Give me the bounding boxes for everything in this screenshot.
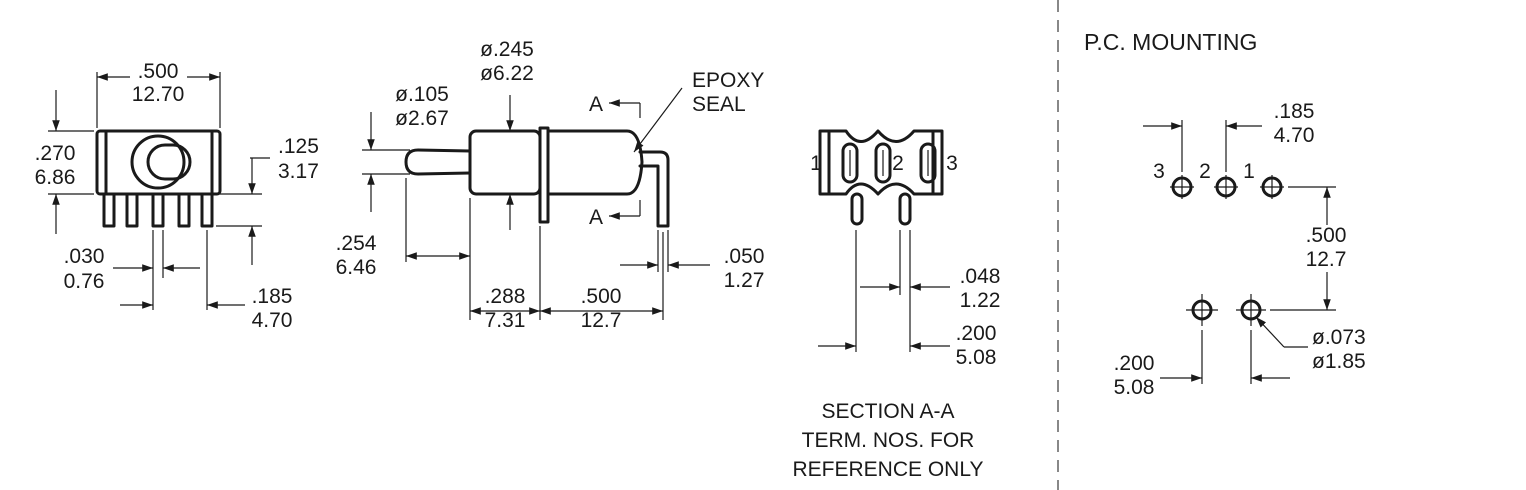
pc-hole-dia-mm: ø1.85 [1312,350,1366,373]
front-pin-spacing-mm: 4.70 [252,309,293,332]
pc-mounting: P.C. MOUNTING 3 2 1 .185 4.70 [1084,29,1366,399]
bottom-hole-right [1236,294,1266,326]
bushing-dia-mm: ø6.22 [480,62,534,85]
toggle-bushing-front [130,134,186,190]
terminal-dia-mm: 1.27 [724,269,765,292]
section-pin-right [898,192,912,226]
section-mark-bottom: A [589,206,603,229]
bushing-side [468,129,542,196]
terminal-side [638,150,670,228]
term-width-mm: 1.22 [960,289,1001,312]
body-length-mm: 12.7 [581,309,622,332]
term-label-3: 3 [946,152,958,175]
term-label-1: 1 [810,152,822,175]
lever-dia-in: ø.105 [395,83,449,106]
bottom-hole-left [1186,294,1218,326]
front-height-mm: 6.86 [35,166,76,189]
section-mark-top: A [589,93,603,116]
terminal-dia-in: .050 [724,245,765,268]
front-pins [102,192,214,228]
epoxy-label-2: SEAL [692,93,746,116]
side-view: A A EPOXY SEAL ø.245 ø6.22 ø.105 ø2.67 .… [336,38,765,332]
contact-3 [919,142,937,184]
hole-label-1: 1 [1243,160,1255,183]
front-pin-in: .125 [278,135,319,158]
pc-support-spacing-in: .200 [1114,352,1155,375]
pc-mounting-title: P.C. MOUNTING [1084,29,1257,55]
front-view: .500 12.70 .270 6.86 .125 3.17 .030 0.76… [35,60,319,332]
contact-2 [874,142,892,184]
pc-spacing-in: .185 [1274,100,1315,123]
section-caption-1: SECTION A-A [821,400,954,423]
pc-support-spacing-mm: 5.08 [1114,376,1155,399]
section-caption-3: REFERENCE ONLY [793,458,984,481]
hole-label-2: 2 [1199,160,1211,183]
section-caption-2: TERM. NOS. FOR [802,429,975,452]
pc-hole-dia-in: ø.073 [1312,326,1366,349]
front-width-in: .500 [138,60,179,83]
bushing-flange [538,126,550,224]
top-hole-3 [1170,175,1194,199]
front-height-in: .270 [35,142,76,165]
lever-length-mm: 6.46 [336,256,377,279]
section-body [818,129,944,196]
term-spacing-in: .200 [956,322,997,345]
front-width-mm: 12.70 [132,83,185,106]
pc-row-gap-mm: 12.7 [1306,248,1347,271]
bushing-length-mm: 7.31 [485,309,526,332]
top-hole-2 [1214,175,1238,199]
pc-row-gap-in: .500 [1306,224,1347,247]
pc-spacing-mm: 4.70 [1274,124,1315,147]
term-label-2: 2 [892,152,904,175]
toggle-lever-side [404,148,472,176]
front-pin-width-mm: 0.76 [64,270,105,293]
term-width-in: .048 [960,265,1001,288]
body-length-in: .500 [581,285,622,308]
switch-body-front [95,129,222,196]
section-view: 1 2 3 .048 1.22 .200 5.08 SECTION A-A TE… [793,129,1001,481]
bushing-length-in: .288 [485,285,526,308]
lever-dia-mm: ø2.67 [395,107,449,130]
lever-length-in: .254 [336,232,377,255]
bushing-dia-in: ø.245 [480,38,534,61]
front-pin-spacing-in: .185 [252,285,293,308]
top-hole-1 [1260,175,1284,199]
contact-1 [841,142,859,184]
section-pin-left [850,192,864,226]
hole-label-3: 3 [1153,160,1165,183]
switch-body-side [546,129,644,196]
toggle-lever-front [146,143,192,181]
front-pin-width-in: .030 [64,245,105,268]
epoxy-label-1: EPOXY [692,69,764,92]
front-pin-mm: 3.17 [278,160,319,183]
term-spacing-mm: 5.08 [956,346,997,369]
